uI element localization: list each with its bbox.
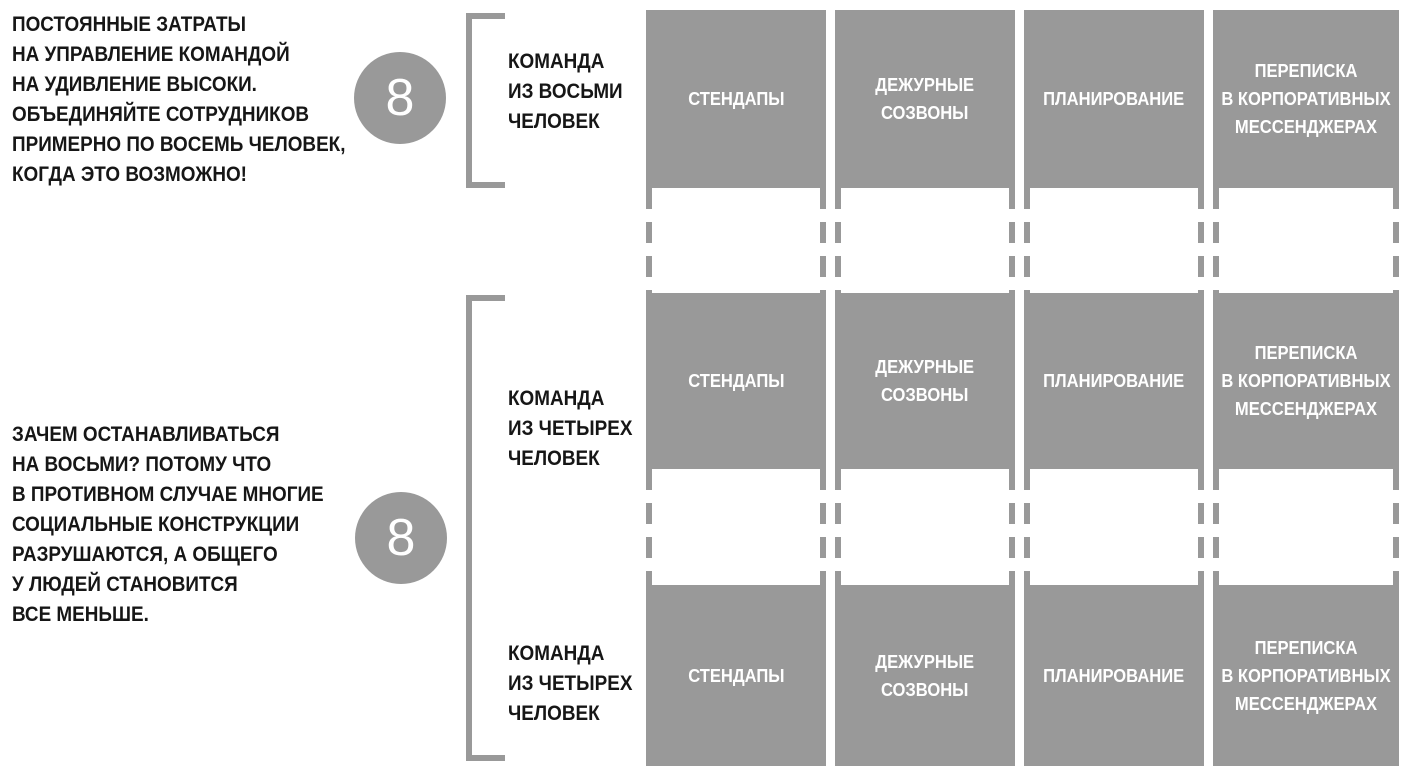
team-size-badge: 8 <box>355 492 447 584</box>
team-size-badge: 8 <box>354 52 446 144</box>
meeting-box: ДЕЖУРНЫЕ СОЗВОНЫ <box>835 10 1015 188</box>
meeting-box-label: ДЕЖУРНЫЕ СОЗВОНЫ <box>875 357 975 405</box>
dashed-connector <box>1024 188 1204 293</box>
bracket-team-of-eight <box>466 13 505 188</box>
dashed-connector <box>1213 188 1399 293</box>
meeting-box: ПЕРЕПИСКА В КОРПОРАТИВНЫХ МЕССЕНДЖЕРАХ <box>1213 10 1399 188</box>
meeting-box: ДЕЖУРНЫЕ СОЗВОНЫ <box>835 585 1015 766</box>
meeting-box: ПЛАНИРОВАНИЕ <box>1024 293 1204 469</box>
dashed-connector <box>1024 469 1204 585</box>
meeting-box-label: ПЛАНИРОВАНИЕ <box>1043 665 1185 686</box>
meeting-box: ДЕЖУРНЫЕ СОЗВОНЫ <box>835 293 1015 469</box>
meeting-column-standups: СТЕНДАПЫ СТЕНДАПЫ СТЕНДАПЫ <box>646 10 826 766</box>
team-of-four-label-2: КОМАНДА ИЗ ЧЕТЫРЕХ ЧЕЛОВЕК <box>508 642 633 725</box>
meeting-box-label: ПЕРЕПИСКА В КОРПОРАТИВНЫХ МЕССЕНДЖЕРАХ <box>1221 637 1391 714</box>
meeting-box-label: ПЕРЕПИСКА В КОРПОРАТИВНЫХ МЕССЕНДЖЕРАХ <box>1221 343 1391 419</box>
bracket-teams-of-four <box>466 295 505 761</box>
note-bottom: ЗАЧЕМ ОСТАНАВЛИВАТЬСЯ НА ВОСЬМИ? ПОТОМУ … <box>12 423 324 626</box>
dashed-connector <box>835 188 1015 293</box>
dashed-connector <box>646 469 826 585</box>
meeting-box: СТЕНДАПЫ <box>646 293 826 469</box>
team-of-eight-label: КОМАНДА ИЗ ВОСЬМИ ЧЕЛОВЕК <box>508 50 623 133</box>
meeting-box-label: ПЛАНИРОВАНИЕ <box>1043 89 1185 109</box>
meeting-box-label: ПЛАНИРОВАНИЕ <box>1043 371 1185 391</box>
meeting-box: ПЕРЕПИСКА В КОРПОРАТИВНЫХ МЕССЕНДЖЕРАХ <box>1213 293 1399 469</box>
meeting-column-oncall-calls: ДЕЖУРНЫЕ СОЗВОНЫ ДЕЖУРНЫЕ СОЗВОНЫ ДЕЖУРН… <box>835 10 1015 766</box>
meeting-box-label: ДЕЖУРНЫЕ СОЗВОНЫ <box>875 651 975 700</box>
note-top: ПОСТОЯННЫЕ ЗАТРАТЫ НА УПРАВЛЕНИЕ КОМАНДО… <box>12 13 346 186</box>
dashed-connector <box>646 188 826 293</box>
badge-number: 8 <box>386 509 416 567</box>
meeting-box: СТЕНДАПЫ <box>646 10 826 188</box>
meeting-box: СТЕНДАПЫ <box>646 585 826 766</box>
meeting-column-planning: ПЛАНИРОВАНИЕ ПЛАНИРОВАНИЕ ПЛАНИРОВАНИЕ <box>1024 10 1204 766</box>
meeting-box: ПЕРЕПИСКА В КОРПОРАТИВНЫХ МЕССЕНДЖЕРАХ <box>1213 585 1399 766</box>
team-of-four-label-1: КОМАНДА ИЗ ЧЕТЫРЕХ ЧЕЛОВЕК <box>508 387 633 470</box>
meeting-column-messengers: ПЕРЕПИСКА В КОРПОРАТИВНЫХ МЕССЕНДЖЕРАХ П… <box>1213 10 1399 766</box>
meeting-box-label: СТЕНДАПЫ <box>687 371 785 391</box>
meeting-box-label: СТЕНДАПЫ <box>687 89 785 109</box>
meeting-box-label: ДЕЖУРНЫЕ СОЗВОНЫ <box>875 75 975 123</box>
meeting-box: ПЛАНИРОВАНИЕ <box>1024 10 1204 188</box>
dashed-connector <box>1213 469 1399 585</box>
badge-number: 8 <box>385 69 415 127</box>
meeting-box-label: ПЕРЕПИСКА В КОРПОРАТИВНЫХ МЕССЕНДЖЕРАХ <box>1221 61 1391 137</box>
dashed-connector <box>835 469 1015 585</box>
meeting-box: ПЛАНИРОВАНИЕ <box>1024 585 1204 766</box>
meeting-box-label: СТЕНДАПЫ <box>687 665 785 686</box>
